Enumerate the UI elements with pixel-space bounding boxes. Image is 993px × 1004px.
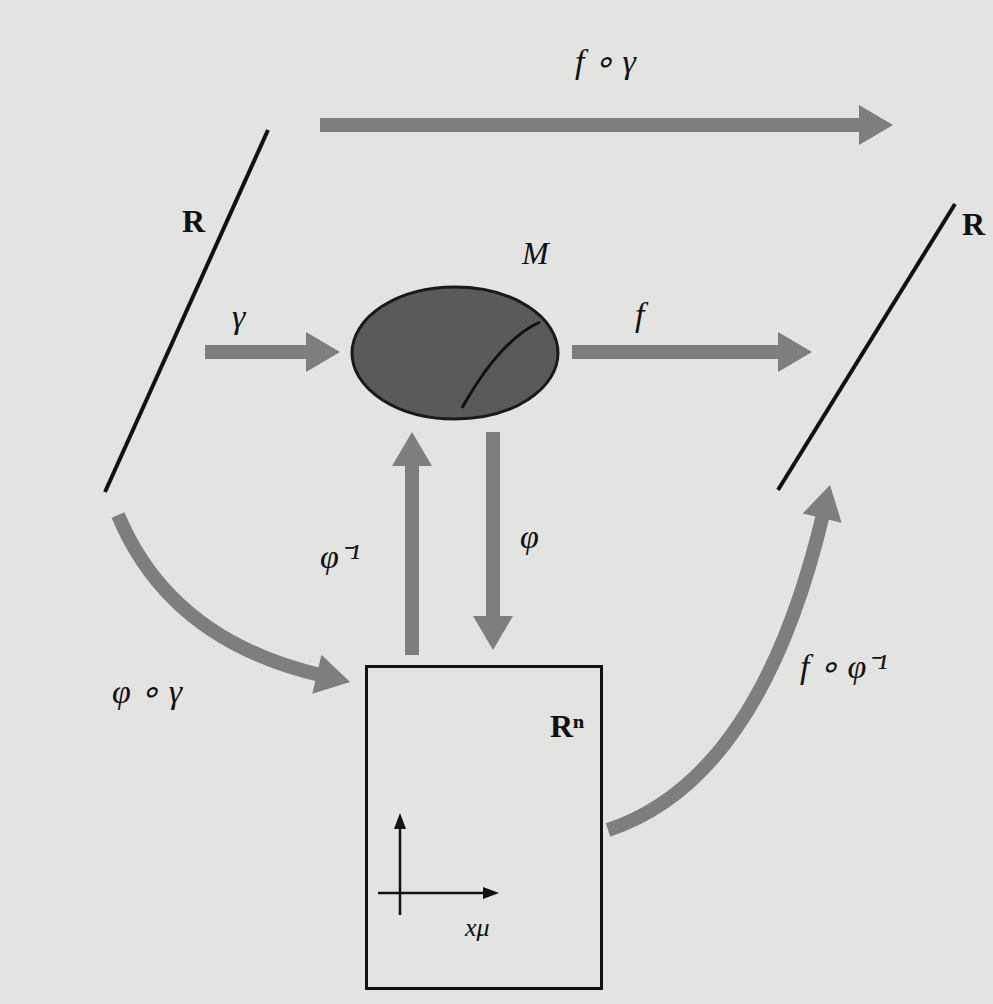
arrow-head (312, 655, 350, 694)
arrow-head (306, 332, 340, 372)
axis-line (399, 827, 402, 915)
arrow-shaft (320, 118, 863, 132)
axis-line (378, 892, 485, 895)
arrow-head (778, 332, 812, 372)
map-label: f ∘ φ⁻¹ (800, 650, 887, 684)
map-label: f (635, 298, 644, 332)
map-arrow (205, 332, 340, 372)
box-outline (367, 667, 602, 989)
real-line-stroke (778, 204, 955, 490)
arrow-shaft (572, 345, 782, 359)
arrow-head (859, 105, 893, 145)
manifold-label: M (522, 237, 549, 269)
map-arrow (473, 432, 513, 650)
curve-in-manifold (462, 322, 540, 408)
axis-head (394, 813, 406, 829)
manifold-shape (352, 287, 558, 419)
map-label: γ (232, 300, 245, 334)
map-label: φ⁻¹ (320, 540, 360, 574)
real-line: R (775, 200, 991, 495)
axis-head (483, 887, 499, 899)
arrow-shaft (118, 515, 321, 675)
real-line-outline (775, 200, 991, 495)
map-arrow (392, 432, 432, 655)
arrow-shaft (486, 432, 500, 620)
map-arrow (320, 105, 893, 145)
map-arrow (572, 332, 812, 372)
space-label: Rⁿ (550, 710, 584, 742)
real-line: R (100, 120, 275, 500)
arrow-shaft (405, 462, 419, 655)
map-arrow (118, 515, 350, 694)
real-line-outline (100, 120, 275, 500)
space-label: R (962, 208, 985, 240)
manifold: M (350, 235, 580, 425)
arrow-shaft (205, 345, 310, 359)
map-label: φ (520, 520, 539, 554)
space-label: R (182, 205, 205, 237)
map-label: φ ∘ γ (112, 675, 182, 709)
arrow-head (392, 432, 432, 466)
arrow-head (473, 616, 513, 650)
coordinate-label: xμ (465, 915, 490, 941)
coordinate-box: Rⁿ xμ (365, 665, 603, 990)
map-label: f ∘ γ (575, 45, 636, 79)
arrow-head (803, 485, 842, 523)
real-line-stroke (105, 130, 268, 492)
arrow-shaft (608, 514, 823, 830)
